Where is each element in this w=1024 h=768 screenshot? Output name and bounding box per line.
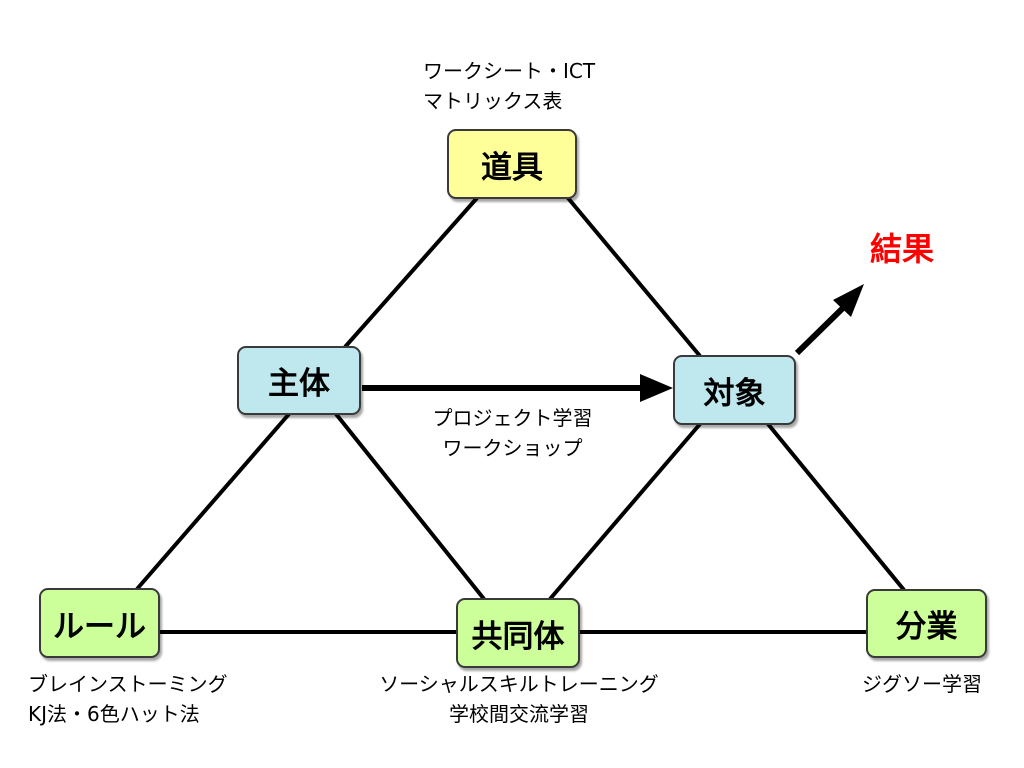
arrowhead-subject-object <box>640 374 673 402</box>
note-community-line-2: 学校間交流学習 <box>449 702 589 726</box>
edge-subject-rule <box>135 412 291 591</box>
note-center: プロジェクト学習 ワークショップ <box>395 403 630 463</box>
note-center-line-1: プロジェクト学習 <box>432 406 593 430</box>
note-division-line-1: ジグソー学習 <box>862 672 982 696</box>
note-rule-line-1: ブレインストーミング <box>28 672 228 696</box>
edge-object-community <box>548 422 702 601</box>
edge-object-division <box>766 422 906 592</box>
note-tool: ワークシート・ICT マトリックス表 <box>423 56 595 116</box>
note-center-line-2: ワークショップ <box>442 436 583 460</box>
note-division: ジグソー学習 <box>836 669 1008 699</box>
note-rule: ブレインストーミング KJ法・6色ハット法 <box>28 669 228 729</box>
note-community: ソーシャルスキルトレーニング 学校間交流学習 <box>360 669 678 729</box>
arrow-object-result <box>794 303 848 356</box>
note-community-line-1: ソーシャルスキルトレーニング <box>379 672 659 696</box>
arrowhead-object-result <box>833 284 864 317</box>
note-tool-line-2: マトリックス表 <box>423 89 563 113</box>
node-community: 共同体 <box>456 598 580 668</box>
result-label: 結果 <box>870 230 935 268</box>
note-tool-line-1: ワークシート・ICT <box>423 59 596 83</box>
node-division: 分業 <box>866 589 987 658</box>
edge-tool-object <box>566 196 702 358</box>
node-object: 対象 <box>673 355 796 425</box>
node-tool: 道具 <box>447 129 577 199</box>
edge-tool-subject <box>343 196 479 349</box>
node-subject: 主体 <box>237 346 361 415</box>
note-rule-line-2: KJ法・6色ハット法 <box>28 702 200 726</box>
edge-subject-community <box>334 412 486 601</box>
node-rule: ルール <box>39 588 160 658</box>
